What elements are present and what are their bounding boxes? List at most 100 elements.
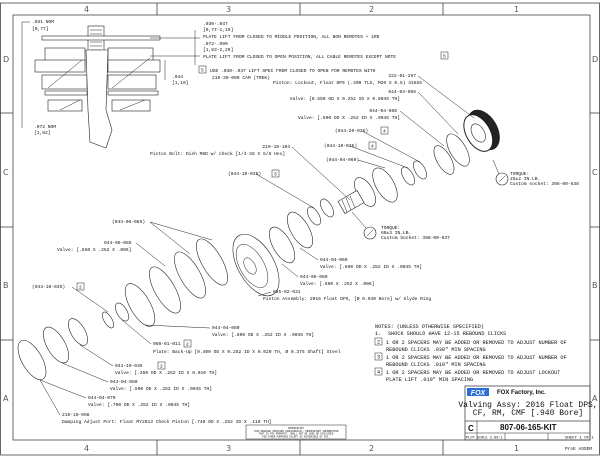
washer-044-04-055 <box>446 133 470 167</box>
dim-030-047-metric: [0,77-1,19] <box>203 27 233 33</box>
note-ref: 4 <box>383 129 386 135</box>
check-piston-210-10-098 <box>17 340 47 380</box>
callout-pn: 044-06-060 <box>300 274 328 280</box>
callout-pn: 210-10-104 <box>262 144 290 150</box>
dim-072-090-metric: [1,83-2,29] <box>203 47 233 53</box>
drawing-title-line1: Valving Assy: 2016 Float DPS, <box>458 401 597 410</box>
callout-pn: (044-10-035) <box>32 284 65 290</box>
zone-col-2: 2 <box>369 5 374 14</box>
zone-col-1-bottom: 1 <box>514 444 519 453</box>
proprietary-line: PROPRIETARY <box>288 427 304 430</box>
zone-row-a-right: A <box>592 394 598 403</box>
format-label: ProE ASSEM <box>565 446 592 452</box>
torque-socket: Custom Socket: 398-00-637 <box>381 235 450 241</box>
washer-044-06-060 <box>269 226 295 264</box>
drawing-number: 807-06-165-KIT <box>500 423 557 432</box>
callout-desc: Plate: Back-Up [0.400 OD X 0.252 ID X 0.… <box>153 348 341 355</box>
drawing-title-line2: CF, RM, CMF [.940 Bore] <box>473 409 583 418</box>
zone-row-b-right: B <box>592 281 598 290</box>
callout-desc: Valve: [.350 OD X .252 ID X 0.010 TH] <box>115 370 217 376</box>
piston-bolt <box>337 177 376 214</box>
washer-044-06-085-a <box>196 238 228 286</box>
torque-value: 25±2 IN.LB. <box>510 176 540 182</box>
zone-row-a: A <box>3 394 9 403</box>
note-ref: 2 <box>160 364 163 370</box>
callout-pn: (044-06-085) <box>112 219 145 225</box>
torque-value: 60±3 IN.LB. <box>381 230 411 236</box>
note-2-text: REBOUND CLICKS .030" MIN SPACING <box>386 347 486 353</box>
zone-row-b: B <box>3 281 9 290</box>
note-ref: 3 <box>274 172 277 178</box>
callout-pn: (044-20-035) <box>335 128 368 134</box>
callout-pn: 044-04-050 <box>369 108 397 114</box>
callout-desc: Valve: [0.550 OD X 0.252 ID X 0.0045 TH] <box>290 96 400 102</box>
spacer-044-20-035 <box>413 160 427 180</box>
notes-header: NOTES: (UNLESS OTHERWISE SPECIFIED) <box>375 324 484 330</box>
callout-pn: (044-04-060) <box>326 157 359 163</box>
callout-pn: 044-04-060 <box>320 257 348 263</box>
dim-031: .031 NOM <box>32 19 54 25</box>
callout-desc: Valve: [.600 OD X .252 ID X .0045 TH] <box>320 264 422 270</box>
callout-desc: Piston Assembly: 2016 Float DPS, [Ø 0.94… <box>263 295 431 302</box>
callout-desc: Valve: [.500 OD X .252 ID X .0045 TH] <box>110 386 212 392</box>
dim-031-metric: [0,77] <box>32 26 49 32</box>
note-1-text: SHOCK SHOULD HAVE 12-15 REBOUND CLICKS <box>388 331 506 337</box>
note5-text: USE .030-.047 LIFT SPEC FROM CLOSED TO O… <box>210 68 376 74</box>
torque-label: TORQUE: <box>510 171 529 177</box>
lockout-piston-nut <box>463 109 500 152</box>
washer-044-06-085-b <box>174 251 206 299</box>
plot-scale: PLOT SCALE 2.00:1 <box>466 437 503 441</box>
zone-col-1: 1 <box>514 5 519 14</box>
zone-col-2-bottom: 2 <box>369 444 374 453</box>
callout-pn: 044-04-055 <box>388 89 416 95</box>
callout-desc: Valve: [.500 OD X .252 ID X .0045 TH] <box>298 115 400 121</box>
callout-pn: 222-01-297 <box>388 73 416 79</box>
zone-labels: 4 3 2 1 4 3 2 1 D C B A D C B A <box>3 5 598 453</box>
torque-spec-2: TORQUE: 60±3 IN.LB. Custom Socket: 398-0… <box>351 211 450 241</box>
zone-col-3-bottom: 3 <box>226 444 231 453</box>
callout-pn: 044-04-050 <box>110 379 138 385</box>
spacer-044-10-035-b <box>320 198 334 218</box>
callout-pn: (044-10-035) <box>324 143 357 149</box>
note-3-text: 1 OR 2 SPACERS MAY BE ADDED OR REMOVED T… <box>386 355 567 361</box>
dim-030-047-note: PLATE LIFT FROM CLOSED TO MIDDLE POSITIO… <box>203 34 380 40</box>
callout-desc: Piston: Lockout, Float DPS (.200 TLG, M2… <box>273 80 422 86</box>
note5-number: 5 <box>201 68 204 74</box>
callout-desc: Valve: [.600 X .252 X .006] <box>300 281 374 287</box>
dim-072-090-note: PLATE LIFT FROM CLOSED TO OPEN POSITION,… <box>203 54 396 60</box>
callout-pn: 885-02-031 <box>273 289 301 295</box>
callout-desc: Damping Adjust Port: Float MY2013 Check … <box>62 419 272 425</box>
notes: NOTES: (UNLESS OTHERWISE SPECIFIED) 1. S… <box>374 324 567 383</box>
plate-050-01-011 <box>115 302 129 322</box>
callout-pn: 210-10-098 <box>62 412 90 418</box>
note-3-number: 3 <box>377 355 380 361</box>
zone-row-d-right: D <box>592 55 598 64</box>
washer-044-04-050-b <box>68 318 88 346</box>
washer-044-04-050 <box>433 145 455 175</box>
zone-col-3: 3 <box>226 5 231 14</box>
washer-044-04-080 <box>124 283 156 327</box>
exploded-parts <box>17 75 500 416</box>
note-ref: 2 <box>79 285 82 291</box>
zone-row-d: D <box>3 55 9 64</box>
note-1-number: 1. <box>375 331 381 337</box>
note-4-text: PLATE LIFT .010" MIN SPACING <box>386 377 473 383</box>
fox-logo-text: FOX <box>471 390 487 397</box>
dim-044-metric: [1,10] <box>172 80 189 86</box>
section-dimensions: .031 NOM [0,77] .030-.047 [0,77-1,19] PL… <box>32 19 449 136</box>
proprietary-notice: PROPRIETARY THIS DRAWING CONTAINS CONFID… <box>245 424 347 440</box>
cross-section-view <box>21 21 200 149</box>
torque-socket: Custom socket: 398-00-638 <box>510 181 579 187</box>
callout-desc: Valve: [.700 OD X .252 ID X .0045 TH] <box>88 402 190 408</box>
zone-row-c: C <box>3 168 9 177</box>
washer-044-04-060-a <box>372 167 398 203</box>
title-block: FOX FOX Factory, Inc. Valving Assy: 2016… <box>458 385 598 452</box>
note-2-number: 2 <box>377 340 380 346</box>
dim-072-090: .072-.090 <box>203 41 228 47</box>
dim-044: .044 <box>172 74 183 80</box>
dim-072-nom: .072 NOM <box>34 124 56 130</box>
note-ref: 4 <box>371 144 374 150</box>
washer-044-04-060-b <box>287 211 313 249</box>
proprietary-line: FOR OTHER PURPOSES EXCEPT AS AUTHORIZED … <box>262 435 329 438</box>
